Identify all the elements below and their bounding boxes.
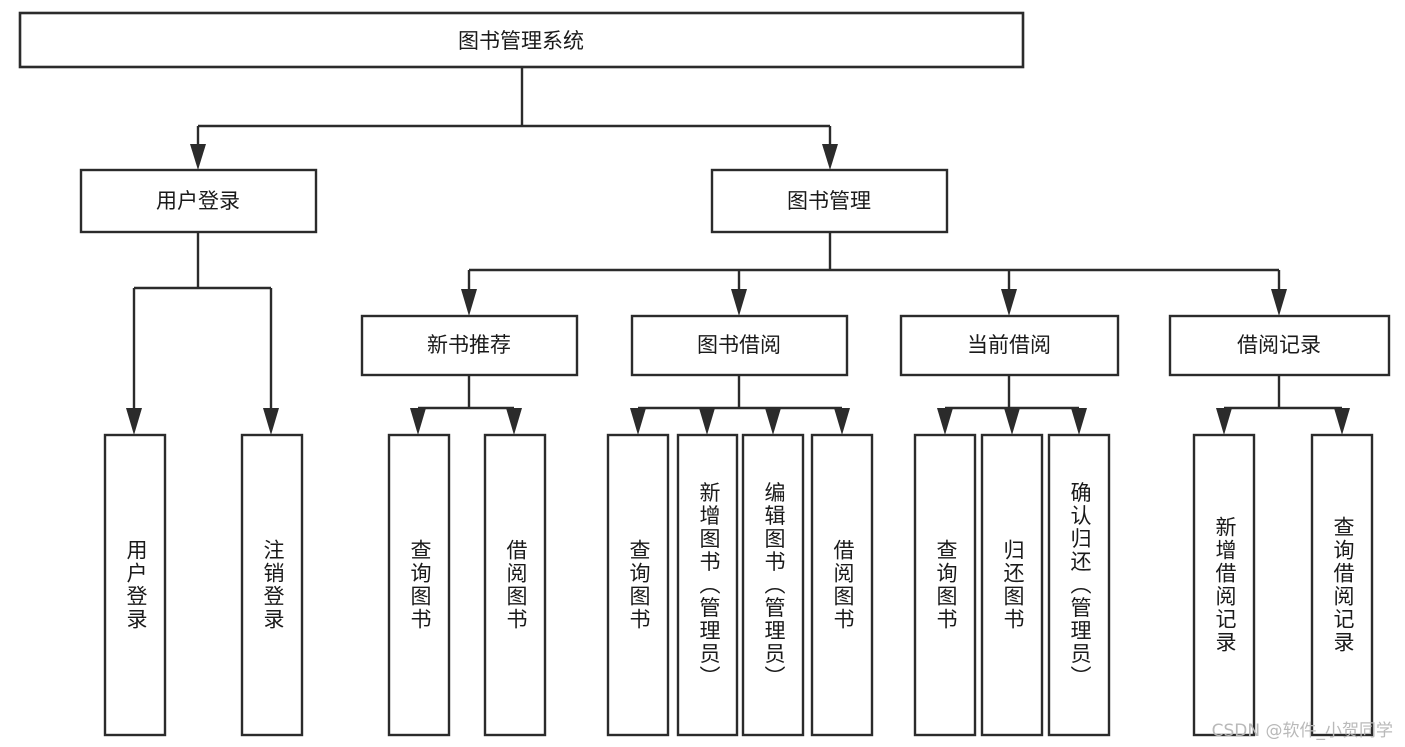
leaf-new-book-1[interactable]: 查询图书	[387, 433, 451, 737]
leaf-user-login-2-box[interactable]	[240, 433, 304, 737]
node-book-borrow-label: 图书借阅	[697, 333, 781, 357]
connectors-group	[126, 67, 1350, 435]
node-current-borrow-label: 当前借阅	[967, 333, 1051, 357]
node-borrow-record-box[interactable]	[1168, 314, 1391, 377]
arrow-current-leaf-1	[937, 408, 953, 435]
leaf-new-book-1-box[interactable]	[387, 433, 451, 737]
leaf-book-borrow-1-label: 查询图书	[627, 539, 651, 631]
leaf-book-borrow-2-label: 新增图书（管理员）	[697, 482, 721, 689]
arrow-to-book-manage	[822, 144, 838, 170]
leaf-book-borrow-4[interactable]: 借阅图书	[810, 433, 874, 737]
leaf-current-borrow-3-label: 确认归还（管理员）	[1068, 482, 1092, 689]
arrow-record-leaf-1	[1216, 408, 1232, 435]
leaf-borrow-record-1-label: 新增借阅记录	[1213, 516, 1237, 654]
leaf-book-borrow-3[interactable]: 编辑图书（管理员）	[741, 433, 805, 737]
leaf-borrow-record-1-box[interactable]	[1192, 433, 1256, 737]
node-current-borrow-box[interactable]	[899, 314, 1120, 377]
leaf-current-borrow-1[interactable]: 查询图书	[913, 433, 977, 737]
node-new-book-recommend[interactable]: 新书推荐	[360, 314, 579, 377]
node-root-box[interactable]	[18, 11, 1025, 69]
arrow-bookborrow-leaf-2	[699, 408, 715, 435]
leaf-borrow-record-2-box[interactable]	[1310, 433, 1374, 737]
node-user-login-label: 用户登录	[156, 189, 240, 213]
node-current-borrow[interactable]: 当前借阅	[899, 314, 1120, 377]
arrow-userlogin-leaf-1	[126, 408, 142, 435]
leaf-user-login-2[interactable]: 注销登录	[240, 433, 304, 737]
node-new-book-recommend-label: 新书推荐	[427, 333, 511, 357]
node-borrow-record[interactable]: 借阅记录	[1168, 314, 1391, 377]
leaf-borrow-record-2-label: 查询借阅记录	[1331, 516, 1355, 654]
leaf-book-borrow-1[interactable]: 查询图书	[606, 433, 670, 737]
arrow-current-leaf-2	[1004, 408, 1020, 435]
leaf-book-borrow-1-box[interactable]	[606, 433, 670, 737]
leaf-borrow-record-1[interactable]: 新增借阅记录	[1192, 433, 1256, 737]
arrow-newbook-leaf-1	[410, 408, 426, 435]
node-book-management-label: 图书管理	[787, 189, 871, 213]
arrow-to-record	[1271, 289, 1287, 316]
node-root[interactable]: 图书管理系统	[18, 11, 1025, 69]
leaf-user-login-1-box[interactable]	[103, 433, 167, 737]
leaf-user-login-1-label: 用户登录	[124, 539, 148, 631]
node-new-book-recommend-box[interactable]	[360, 314, 579, 377]
leaf-book-borrow-3-label: 编辑图书（管理员）	[762, 482, 786, 689]
leaf-new-book-2-box[interactable]	[483, 433, 547, 737]
leaf-current-borrow-2[interactable]: 归还图书	[980, 433, 1044, 737]
arrow-to-user-login	[190, 144, 206, 170]
leaf-current-borrow-2-box[interactable]	[980, 433, 1044, 737]
node-borrow-record-label: 借阅记录	[1237, 333, 1321, 357]
arrow-to-newbook	[461, 289, 477, 316]
leaf-book-borrow-2-box[interactable]	[676, 433, 739, 737]
node-user-login-box[interactable]	[79, 168, 318, 234]
leaf-user-login-1[interactable]: 用户登录	[103, 433, 167, 737]
node-book-borrow-box[interactable]	[630, 314, 849, 377]
node-root-label: 图书管理系统	[458, 29, 584, 53]
arrow-bookborrow-leaf-4	[834, 408, 850, 435]
node-user-login[interactable]: 用户登录	[79, 168, 318, 234]
leaf-book-borrow-4-label: 借阅图书	[831, 539, 855, 631]
leaf-current-borrow-3[interactable]: 确认归还（管理员）	[1047, 433, 1111, 737]
leaf-book-borrow-2[interactable]: 新增图书（管理员）	[676, 433, 739, 737]
leaf-current-borrow-1-box[interactable]	[913, 433, 977, 737]
leaf-new-book-1-label: 查询图书	[408, 539, 432, 631]
leaf-book-borrow-4-box[interactable]	[810, 433, 874, 737]
arrow-to-current	[1001, 289, 1017, 316]
node-book-borrow[interactable]: 图书借阅	[630, 314, 849, 377]
node-book-management-box[interactable]	[710, 168, 949, 234]
leaf-current-borrow-3-box[interactable]	[1047, 433, 1111, 737]
arrow-newbook-leaf-2	[506, 408, 522, 435]
leaf-book-borrow-3-box[interactable]	[741, 433, 805, 737]
arrow-userlogin-leaf-2	[263, 408, 279, 435]
leaf-borrow-record-2[interactable]: 查询借阅记录	[1310, 433, 1374, 737]
arrow-record-leaf-2	[1334, 408, 1350, 435]
leaf-current-borrow-1-label: 查询图书	[934, 539, 958, 631]
leaf-new-book-2-label: 借阅图书	[504, 539, 528, 631]
arrow-current-leaf-3	[1071, 408, 1087, 435]
leaf-user-login-2-label: 注销登录	[261, 539, 285, 631]
arrow-bookborrow-leaf-1	[630, 408, 646, 435]
arrow-to-bookborrow	[731, 289, 747, 316]
arrow-bookborrow-leaf-3	[765, 408, 781, 435]
leaf-current-borrow-2-label: 归还图书	[1001, 539, 1025, 631]
leaf-new-book-2[interactable]: 借阅图书	[483, 433, 547, 737]
node-book-management[interactable]: 图书管理	[710, 168, 949, 234]
